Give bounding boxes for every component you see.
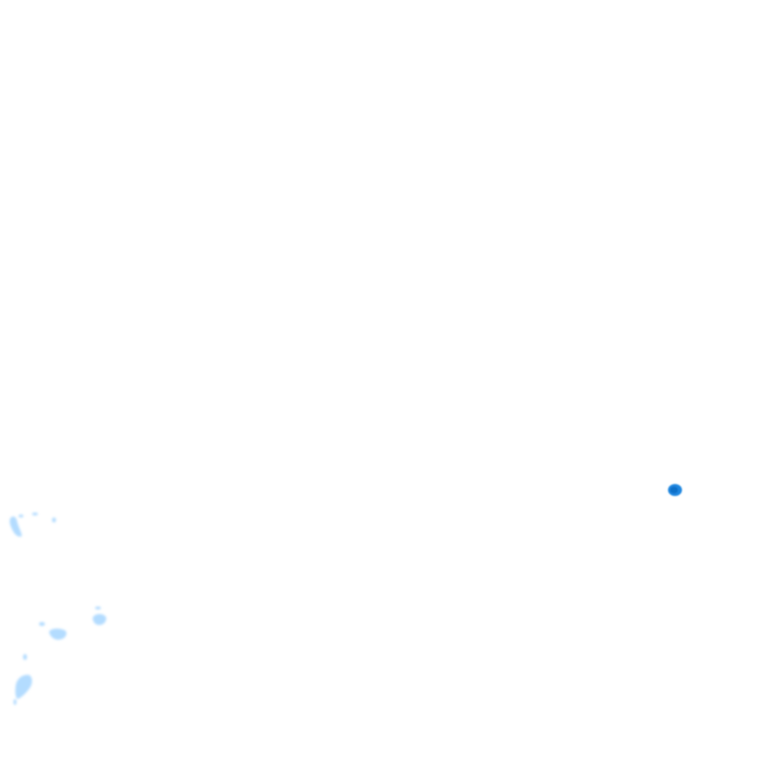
precip-blob — [49, 628, 67, 640]
precip-blob — [92, 614, 107, 625]
precip-blob — [52, 517, 56, 523]
precip-blob — [18, 514, 24, 518]
precip-cell-intense — [668, 484, 682, 496]
precip-blob — [32, 512, 38, 516]
precip-blob — [39, 622, 45, 626]
precip-blob — [13, 699, 17, 705]
precip-cell-core — [670, 486, 678, 494]
precip-blob — [23, 654, 27, 660]
precip-blob — [95, 606, 101, 610]
precip-blob — [9, 516, 22, 537]
precip-blob — [15, 674, 32, 699]
precip-light-blobs — [9, 512, 107, 705]
